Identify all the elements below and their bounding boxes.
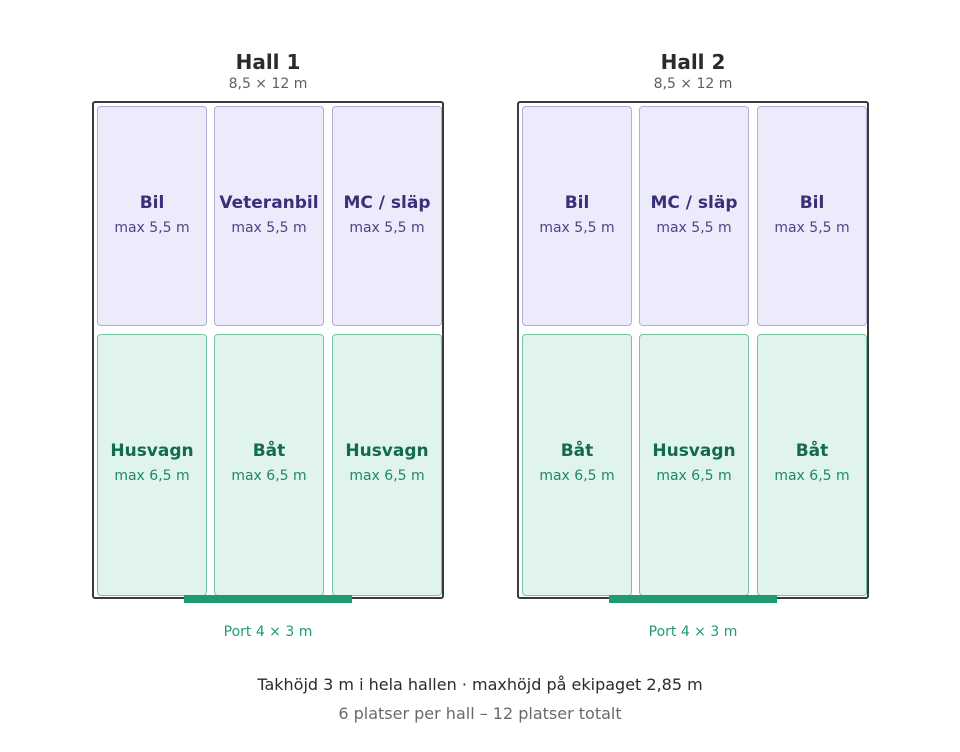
- hall-1: Hall 1 8,5 × 12 m Bil max 5,5 m Veteranb…: [92, 0, 444, 650]
- slot-max-length: max 5,5 m: [539, 220, 615, 236]
- parking-slot: Båt max 6,5 m: [757, 334, 867, 596]
- slot-label: Husvagn: [652, 441, 736, 461]
- hall-title: Hall 1: [235, 50, 301, 74]
- parking-slot: MC / släp max 5,5 m: [332, 106, 442, 326]
- slot-label: Båt: [795, 441, 829, 461]
- slot-label: Bil: [799, 193, 825, 213]
- parking-slot: MC / släp max 5,5 m: [639, 106, 749, 326]
- port-door: [184, 595, 352, 603]
- slot-label: MC / släp: [650, 193, 738, 213]
- slot-label: Båt: [560, 441, 594, 461]
- parking-slot: Husvagn max 6,5 m: [97, 334, 207, 596]
- slot-max-length: max 6,5 m: [114, 468, 190, 484]
- capacity-note: 6 platser per hall – 12 platser totalt: [338, 704, 622, 723]
- slot-label: Bil: [139, 193, 165, 213]
- parking-slot: Husvagn max 6,5 m: [639, 334, 749, 596]
- parking-slot: Bil max 5,5 m: [97, 106, 207, 326]
- port-label: Port 4 × 3 m: [223, 624, 313, 640]
- hall-title: Hall 2: [660, 50, 726, 74]
- hall-dimensions: 8,5 × 12 m: [228, 76, 308, 92]
- slot-label: MC / släp: [343, 193, 431, 213]
- parking-slot: Bil max 5,5 m: [757, 106, 867, 326]
- hall-dimensions: 8,5 × 12 m: [653, 76, 733, 92]
- ceiling-height-note: Takhöjd 3 m i hela hallen · maxhöjd på e…: [257, 675, 703, 694]
- slot-max-length: max 6,5 m: [539, 468, 615, 484]
- slot-label: Husvagn: [110, 441, 194, 461]
- slot-max-length: max 5,5 m: [774, 220, 850, 236]
- slot-label: Båt: [252, 441, 286, 461]
- slot-max-length: max 5,5 m: [231, 220, 307, 236]
- parking-slot: Båt max 6,5 m: [522, 334, 632, 596]
- hall-floorplan: Bil max 5,5 m Veteranbil max 5,5 m MC / …: [92, 101, 444, 599]
- port-door: [609, 595, 777, 603]
- slot-max-length: max 5,5 m: [656, 220, 732, 236]
- slot-max-length: max 5,5 m: [114, 220, 190, 236]
- slot-label: Husvagn: [345, 441, 429, 461]
- parking-slot: Bil max 5,5 m: [522, 106, 632, 326]
- slot-max-length: max 6,5 m: [774, 468, 850, 484]
- parking-slot: Husvagn max 6,5 m: [332, 334, 442, 596]
- slot-max-length: max 6,5 m: [656, 468, 732, 484]
- slot-label: Bil: [564, 193, 590, 213]
- parking-slot: Båt max 6,5 m: [214, 334, 324, 596]
- slot-label: Veteranbil: [219, 193, 319, 213]
- slot-max-length: max 6,5 m: [231, 468, 307, 484]
- slot-max-length: max 5,5 m: [349, 220, 425, 236]
- slot-max-length: max 6,5 m: [349, 468, 425, 484]
- parking-slot: Veteranbil max 5,5 m: [214, 106, 324, 326]
- hall-floorplan: Bil max 5,5 m MC / släp max 5,5 m Bil ma…: [517, 101, 869, 599]
- hall-2: Hall 2 8,5 × 12 m Bil max 5,5 m MC / slä…: [517, 0, 869, 650]
- port-label: Port 4 × 3 m: [648, 624, 738, 640]
